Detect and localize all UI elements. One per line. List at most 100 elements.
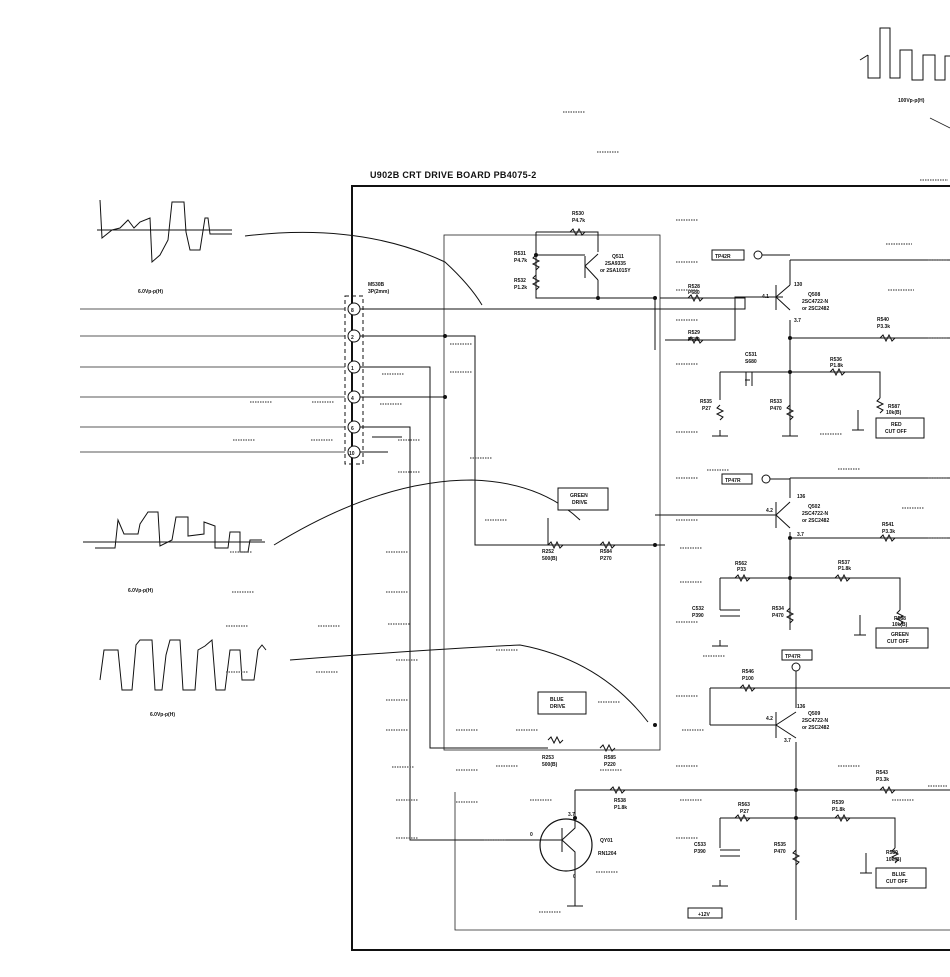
connector-pin: 2 [351,335,354,341]
resistor-value: 10k(B) [886,857,902,863]
voltage-label: 4.2 [766,508,773,514]
resistor-ref: R535 [700,399,712,405]
blue-drive-box: BLUE DRIVE [537,691,587,715]
resistor-ref: R539 [832,800,844,806]
test-point-tp47r-blue: TP47R [781,649,813,672]
resistor-value: P1.8k [614,805,627,811]
voltage-label: 4.2 [766,716,773,722]
transistor-type: RN1204 [598,851,617,857]
voltage-label: 3.7 [794,318,801,324]
resistor-ref: R541 [882,522,894,528]
component-labels: R530 P4.7k R531 P4.7k R532 P1.2k R528 P6… [514,211,908,863]
resistor-value: 500(B) [542,556,558,562]
resistor-value: P33 [737,567,746,573]
green-drive-box: GREEN DRIVE [557,487,609,511]
resistor-ref: R534 [772,606,784,612]
transistor-ref: QY01 [600,838,613,844]
voltage-label: 130 [794,282,803,288]
resistor-ref: R587 [888,404,900,410]
connector-pin: 4 [351,396,354,402]
resistor-ref: R528 [688,284,700,290]
capacitor-value: S680 [745,359,757,365]
illegible-marks [226,111,948,913]
green-cutoff-label: GREEN [891,632,909,638]
resistor-value: P27 [702,406,711,412]
resistor-value: P470 [772,613,784,619]
transistor-type: 2SC4722-N [802,299,829,305]
blue-drive-label: DRIVE [550,704,566,710]
blue-drive-label: BLUE [550,697,564,703]
resistor-ref: R562 [735,561,747,567]
blue-cutoff-box: BLUE CUT OFF [875,867,927,889]
transistor-q509: Q509 2SC4722-N or 2SC2482 [775,711,829,739]
resistor-value: P680 [688,290,700,296]
resistor-ref: R530 [572,211,584,217]
pointer-curve-green [273,479,581,546]
test-point-tp47r: TP47R [721,473,790,485]
resistor-value: P680 [688,337,700,343]
waveform-blue-input: 6.0Vp-p(H) [99,638,267,718]
resistor-value: P270 [600,556,612,562]
resistor-ref: R543 [876,770,888,776]
resistor-value: P27 [740,809,749,815]
transistor-q508: Q508 2SC4722-N or 2SC2482 [775,284,829,312]
resistor-ref: R253 [542,755,554,761]
capacitor-ref: C531 [745,352,757,358]
capacitor-ref: C532 [692,606,704,612]
voltage-label: 4.1 [762,294,769,300]
connector-pin: 8 [351,308,354,314]
resistor-value: P220 [604,762,616,768]
input-lines [80,308,345,453]
resistor-ref: R585 [604,755,616,761]
transistor-alt: or 2SC2482 [802,725,829,731]
resistor-value: 500(B) [542,762,558,768]
resistor-ref: R537 [838,560,850,566]
transistor-ref: Q509 [808,711,820,717]
voltage-label: 0 [530,832,533,838]
resistor-value: P470 [770,406,782,412]
waveform-label: 6.0Vp-p(H) [128,588,153,594]
test-point-label: TP47R [725,478,741,484]
board-title: U902B CRT DRIVE BOARD PB4075-2 [370,170,537,180]
supply-label: +12V [698,912,710,918]
resistor-ref: R546 [742,669,754,675]
resistor-value: P100 [742,676,754,682]
green-drive-label: GREEN [570,493,588,499]
transistor-alt: or 2SC2482 [802,518,829,524]
resistor-ref: R563 [738,802,750,808]
resistor-value: P4.7k [572,218,585,224]
transistor-type: 2SC4722-N [802,718,829,724]
resistor-symbols [531,227,905,866]
transistor-ref: Q502 [808,504,820,510]
voltage-label: 136 [797,704,806,710]
voltage-label: 136 [797,494,806,500]
resistor-ref: R588 [894,616,906,622]
resistor-ref: R540 [877,317,889,323]
test-point-label: TP42R [715,254,731,260]
capacitor-value: P390 [692,613,704,619]
waveform-green-input: 6.0Vp-p(H) [83,511,265,594]
resistor-value: P3.3k [877,324,890,330]
blue-cutoff-label: BLUE [892,872,906,878]
resistor-ref: R589 [886,850,898,856]
resistor-value: P1.8k [838,566,851,572]
waveform-top-right: 100Vp-p(H) [859,27,950,129]
green-drive-label: DRIVE [572,500,588,506]
waveform-label: 100Vp-p(H) [898,98,925,104]
blue-cutoff-label: CUT OFF [886,879,908,885]
resistor-ref: R532 [514,278,526,284]
waveform-label: 6.0Vp-p(H) [138,289,163,295]
connector-ref: M530B [368,282,385,288]
capacitor-symbols [720,372,753,857]
resistor-value: P1.8k [830,363,843,369]
resistor-ref: R538 [614,798,626,804]
connector-note: 3P(2mm) [368,289,389,295]
red-cutoff-label: RED [891,422,902,428]
red-cutoff-box: RED CUT OFF [875,417,925,439]
green-cutoff-box: GREEN CUT OFF [875,627,929,649]
resistor-value: P3.3k [876,777,889,783]
transistor-type: 2SC4722-N [802,511,829,517]
ground-symbols [567,410,872,907]
resistor-ref: R535 [774,842,786,848]
resistor-value: P4.7k [514,258,527,264]
